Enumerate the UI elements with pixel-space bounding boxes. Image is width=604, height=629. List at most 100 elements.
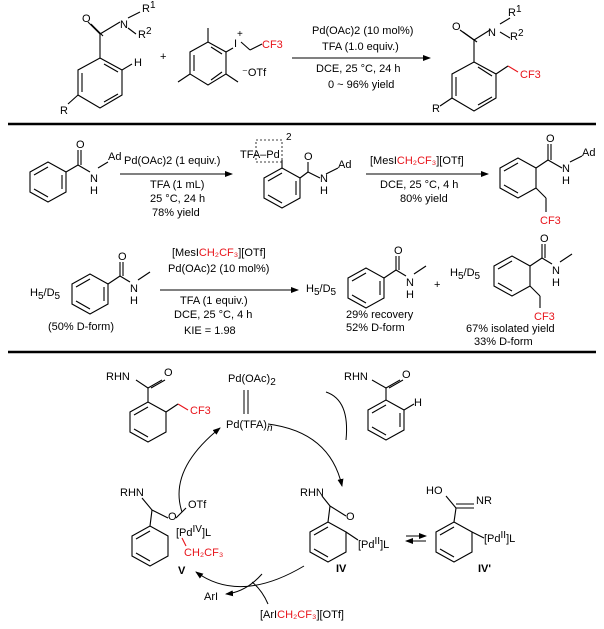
cycle-v-otf: OTf <box>188 499 207 511</box>
s2-pallada-label: TFA–Pd <box>240 149 280 161</box>
s1-r2-label: R2 <box>138 26 152 41</box>
s3-cond-3: TFA (1 equiv.) <box>180 295 248 307</box>
cycle-ivp-pd: [PdII]L <box>484 530 515 545</box>
scheme2-starting-amide <box>29 150 109 203</box>
cycle-v-ch2cf3: CH₂CF₃ <box>184 547 223 559</box>
cycle-v-o: O <box>168 511 177 523</box>
s2-prod-h: H <box>562 175 570 187</box>
s3-rec-h: H <box>406 289 414 301</box>
s3-rec-o: O <box>394 245 403 257</box>
s2-cond1-1: Pd(OAc)2 (1 equiv.) <box>124 155 220 167</box>
s1-r-label: R <box>60 105 68 117</box>
scheme3-recovered-amide <box>347 256 427 309</box>
s2-prod-cf3: CF3 <box>540 215 561 227</box>
s2-pallada-sup: 2 <box>286 132 292 143</box>
scheme3-product <box>493 244 573 308</box>
s1-otf-label: ⁻OTf <box>242 67 267 79</box>
s2-prod-ad: Ad <box>582 147 595 159</box>
s3-sm-h: H <box>130 295 138 307</box>
s2-sm-n: N <box>90 173 98 185</box>
cycle-sub-h: H <box>414 397 422 409</box>
cycle-pd-oac: Pd(OAc)2 <box>228 373 276 388</box>
s1-cond-2: TFA (1.0 equiv.) <box>322 41 399 53</box>
s3-rec-label: H5/D5 <box>306 283 337 298</box>
cycle-arc-bottom <box>195 565 305 588</box>
s2-cond2-1: DCE, 25 °C, 4 h <box>380 179 458 191</box>
s2-sm-h: H <box>90 185 98 197</box>
s1-iodine-label: I <box>234 38 237 50</box>
s3-cond-1: [MesICH₂CF₃][OTf] <box>172 247 266 259</box>
cycle-arc-left <box>178 427 221 513</box>
s1-cond-4: 0 ~ 96% yield <box>328 79 394 91</box>
s2-sm-ad: Ad <box>108 151 121 163</box>
s3-prod-label: H5/D5 <box>450 267 481 282</box>
s3-rec-note-2: 52% D-form <box>346 322 405 334</box>
cycle-prod-o: O <box>164 367 173 379</box>
scheme2-palladacycle <box>255 139 339 209</box>
s1-prod-n: N <box>488 27 496 39</box>
s3-prod-note-2: 33% D-form <box>474 336 533 348</box>
s1-o-label: O <box>82 13 91 25</box>
cycle-ivp-ho: HO <box>426 485 443 497</box>
cycle-intermediate-iv-prime <box>435 495 485 563</box>
cycle-aryl-reagent: [ArICH₂CF₃][OTf] <box>260 609 344 621</box>
s1-cond-3: DCE, 25 °C, 24 h <box>316 63 401 75</box>
s2-prod-n: N <box>562 163 570 175</box>
s2-cond2-2: 80% yield <box>400 193 448 205</box>
s3-rec-note-1: 29% recovery <box>346 309 414 321</box>
cycle-sub-o: O <box>402 369 411 381</box>
s1-r1-label: R1 <box>142 0 156 15</box>
s1-prod-r: R <box>432 103 440 115</box>
scheme2-product <box>499 144 583 212</box>
s2-prod-o: O <box>546 133 555 145</box>
s3-prod-cf3: CF3 <box>534 311 555 323</box>
s2-pallada-o: O <box>304 151 313 163</box>
cycle-ari: ArI <box>204 591 218 603</box>
cycle-iv-o: O <box>346 511 355 523</box>
cycle-iv-pd: [PdII]L <box>358 536 389 551</box>
s2-cond1-2: TFA (1 mL) <box>150 179 204 191</box>
s1-prod-cf3: CF3 <box>520 69 541 81</box>
s1-prod-r2: R2 <box>510 28 524 43</box>
s3-prod-n: N <box>552 265 560 277</box>
s3-sm-note: (50% D-form) <box>48 321 114 333</box>
s1-n-label: N <box>120 19 128 31</box>
cycle-prod-rhn: RHN <box>106 371 130 383</box>
cycle-intermediate-iv <box>309 495 359 563</box>
cycle-v-rhn: RHN <box>120 487 144 499</box>
cycle-ari-out <box>225 573 263 597</box>
cycle-intermediate-v <box>131 497 187 567</box>
cycle-reagent-in <box>251 581 269 605</box>
cycle-v-pd: [PdIV]L <box>176 524 211 539</box>
scheme1-iodonium-reagent <box>177 28 263 86</box>
cycle-arc-right <box>267 423 344 487</box>
s3-cond-2: Pd(OAc)2 (10 mol%) <box>168 263 269 275</box>
cycle-substrate <box>367 379 415 441</box>
s1-h-label: H <box>134 57 142 69</box>
s2-pallada-n: N <box>320 173 328 185</box>
cycle-v-label: V <box>178 565 186 577</box>
cycle-iv-rhn: RHN <box>300 487 324 499</box>
s3-prod-o: O <box>540 233 549 245</box>
scheme1-starting-amide <box>67 11 141 109</box>
s2-sm-o: O <box>76 139 85 151</box>
s1-cond-1: Pd(OAc)2 (10 mol%) <box>312 25 413 37</box>
s3-sm-label: H5/D5 <box>30 287 61 302</box>
cycle-product <box>129 379 189 443</box>
s2-cond1-3: 25 °C, 24 h <box>150 193 205 205</box>
s1-prod-r1: R1 <box>508 4 522 19</box>
s2-pallada-ad: Ad <box>338 159 351 171</box>
s3-prod-h: H <box>552 277 560 289</box>
cycle-prod-cf3: CF3 <box>190 405 211 417</box>
s3-plus: + <box>434 279 440 291</box>
cycle-sub-rhn: RHN <box>344 371 368 383</box>
s1-cf3-reagent: CF3 <box>262 39 283 51</box>
s1-iodine-charge: + <box>237 29 243 40</box>
s1-plus: + <box>160 51 166 63</box>
s3-cond-5: KIE = 1.98 <box>184 325 236 337</box>
cycle-iv-label: IV <box>336 563 347 575</box>
s1-prod-o: O <box>452 21 461 33</box>
s3-sm-o: O <box>118 251 127 263</box>
s3-sm-n: N <box>130 283 138 295</box>
